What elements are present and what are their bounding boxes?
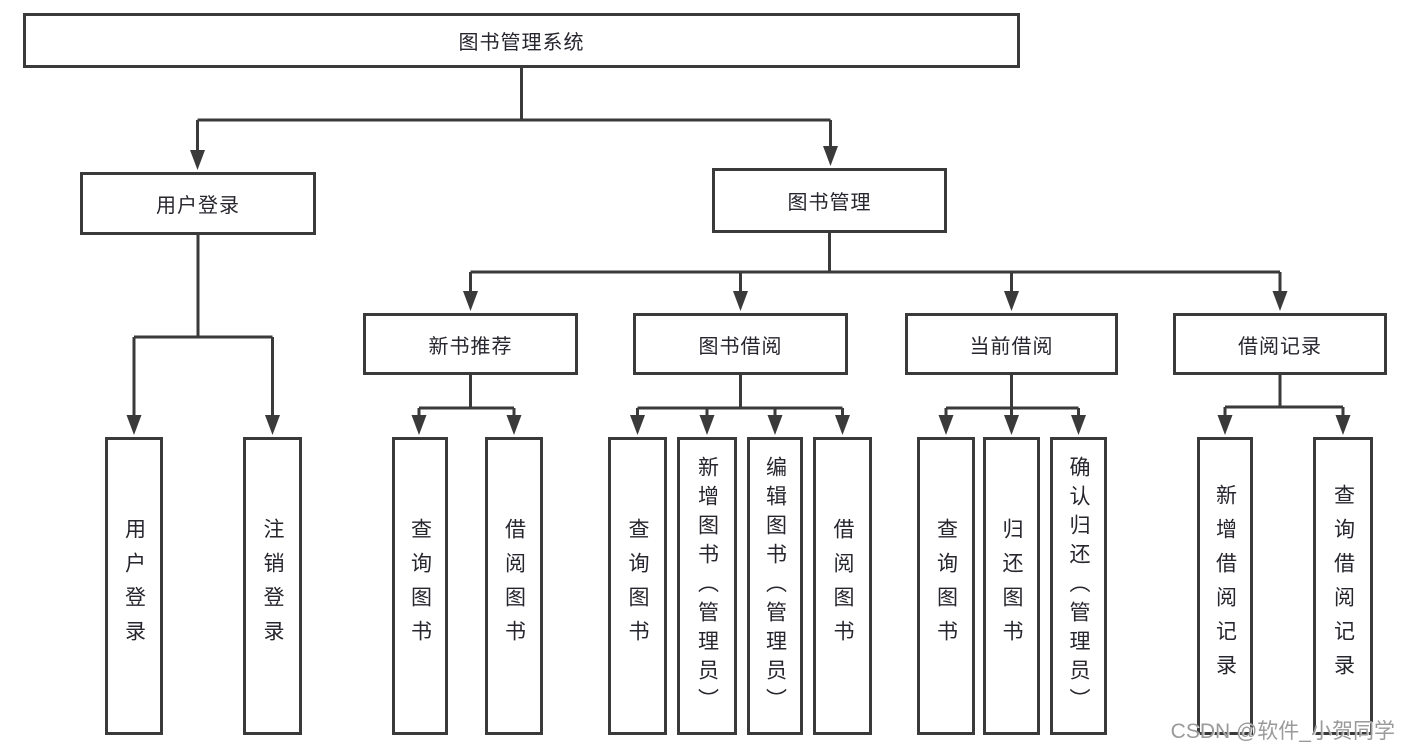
leaf-return-book-label: 归还图书 (1000, 518, 1023, 654)
arrow-icon (835, 415, 850, 435)
leaf-borrow-books-newbooks: 借阅图书 (485, 437, 543, 735)
leaf-confirm-return-admin-label: 确认归还（管理员） (1067, 455, 1090, 717)
arrow-icon (463, 291, 478, 311)
node-borrow: 图书借阅 (633, 313, 848, 375)
node-root-label: 图书管理系统 (458, 32, 585, 54)
leaf-query-books-current-label: 查询图书 (934, 518, 958, 654)
arrow-icon (1004, 291, 1019, 311)
leaf-query-books-current: 查询图书 (917, 437, 975, 735)
node-current: 当前借阅 (905, 313, 1118, 375)
leaf-query-borrow-record-label: 查询借阅记录 (1331, 484, 1355, 688)
leaf-logout-label: 注销登录 (261, 518, 284, 654)
node-records: 借阅记录 (1173, 313, 1387, 375)
leaf-borrow-books-borrow: 借阅图书 (813, 437, 872, 735)
leaf-user-login: 用户登录 (105, 437, 163, 735)
node-book-mgmt: 图书管理 (712, 168, 947, 233)
arrow-icon (1004, 415, 1019, 435)
arrow-icon (767, 415, 783, 435)
connector-user-login (132, 235, 274, 417)
leaf-add-book-admin-label: 新增图书（管理员） (695, 455, 719, 717)
leaf-query-books-borrow-label: 查询图书 (626, 518, 649, 654)
node-user-login-label: 用户登录 (156, 195, 240, 217)
connector-current (944, 375, 1080, 417)
arrow-icon (506, 415, 522, 435)
node-new-books: 新书推荐 (363, 313, 578, 375)
leaf-add-borrow-record: 新增借阅记录 (1197, 437, 1253, 735)
connector-root (196, 68, 832, 152)
arrow-icon (126, 415, 142, 435)
node-current-label: 当前借阅 (969, 335, 1054, 358)
leaf-user-login-label: 用户登录 (122, 518, 146, 654)
node-new-books-label: 新书推荐 (428, 335, 513, 358)
leaf-borrow-books-borrow-label: 借阅图书 (831, 518, 854, 654)
leaf-query-books-newbooks-label: 查询图书 (408, 518, 432, 654)
node-book-mgmt-label: 图书管理 (787, 192, 872, 214)
arrow-icon (1071, 415, 1086, 435)
arrow-icon (1272, 291, 1288, 311)
node-user-login: 用户登录 (80, 172, 316, 235)
arrow-icon (630, 415, 645, 435)
leaf-borrow-books-newbooks-label: 借阅图书 (502, 518, 526, 654)
leaf-add-book-admin: 新增图书（管理员） (677, 437, 737, 735)
leaf-query-books-borrow: 查询图书 (608, 437, 667, 735)
arrow-icon (699, 415, 715, 435)
arrow-icon (411, 415, 427, 435)
arrow-icon (190, 150, 205, 170)
node-records-label: 借阅记录 (1238, 335, 1322, 358)
arrow-icon (1217, 415, 1233, 435)
leaf-confirm-return-admin: 确认归还（管理员） (1050, 437, 1107, 735)
connector-records (1223, 375, 1345, 417)
leaf-query-books-newbooks: 查询图书 (392, 437, 448, 735)
arrow-icon (265, 415, 280, 435)
connector-borrow (636, 375, 844, 417)
leaf-edit-book-admin: 编辑图书（管理员） (747, 437, 803, 735)
leaf-logout: 注销登录 (243, 437, 302, 735)
node-root: 图书管理系统 (23, 13, 1020, 68)
arrow-icon (733, 291, 748, 311)
leaf-edit-book-admin-label: 编辑图书（管理员） (763, 455, 787, 717)
arrow-icon (938, 415, 954, 435)
connector-book-mgmt (469, 233, 1282, 293)
connector-new-books (417, 375, 516, 417)
arrow-icon (1335, 415, 1351, 435)
leaf-query-borrow-record: 查询借阅记录 (1313, 437, 1373, 735)
watermark: CSDN @软件_小贺同学 (1170, 720, 1395, 743)
arrowheads (126, 146, 1351, 435)
arrow-icon (823, 146, 838, 166)
leaf-return-book: 归还图书 (983, 437, 1040, 735)
node-borrow-label: 图书借阅 (698, 335, 783, 358)
leaf-add-borrow-record-label: 新增借阅记录 (1213, 484, 1237, 688)
